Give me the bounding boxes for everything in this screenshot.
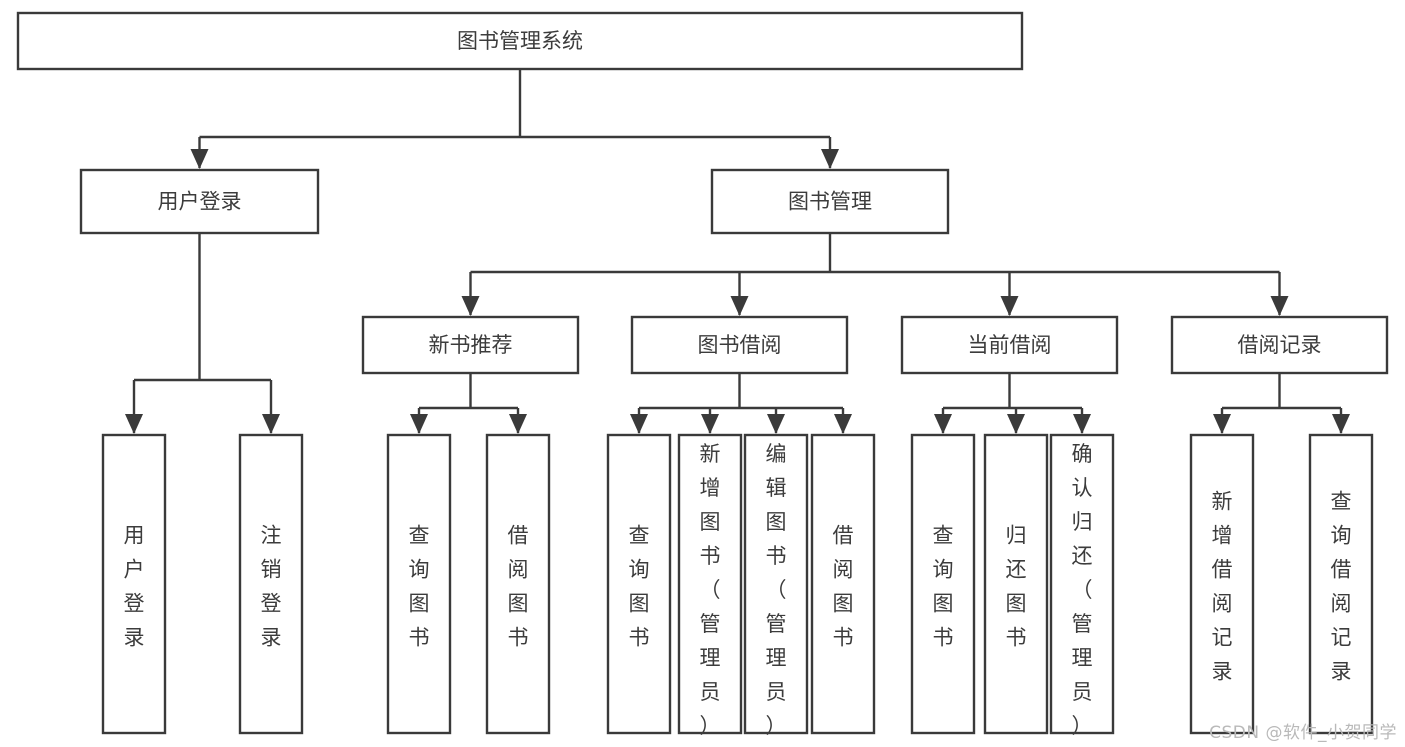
leaf-node-6[interactable]: 新增图书（管理员） <box>677 433 743 738</box>
leaf-node-2[interactable]: 注销登录 <box>238 433 304 735</box>
root-node-box <box>16 11 1024 71</box>
leaf-node-box <box>606 433 672 735</box>
leaf-node-label: 查询图书 <box>409 524 430 650</box>
leaf-node-4[interactable]: 借阅图书 <box>485 433 551 735</box>
leaf-node-box <box>1049 433 1115 735</box>
group3-to-leaves-arrow-3 <box>1073 414 1091 434</box>
leaf-node-1[interactable]: 用户登录 <box>101 433 167 735</box>
book-mgmt-to-level3-arrow-3 <box>1000 296 1019 316</box>
node-layer: 图书管理系统用户登录图书管理新书推荐图书借阅当前借阅借阅记录用户登录注销登录查询… <box>16 11 1389 738</box>
root-to-level2-arrow-1 <box>190 149 209 169</box>
leaf-node-13[interactable]: 查询借阅记录 <box>1308 433 1374 735</box>
leaf-node-label: 查询借阅记录 <box>1331 490 1352 684</box>
level2-node-1[interactable]: 用户登录 <box>79 168 320 235</box>
leaf-node-8[interactable]: 借阅图书 <box>810 433 876 735</box>
level3-node-3[interactable]: 当前借阅 <box>900 315 1119 375</box>
level3-node-label: 当前借阅 <box>968 333 1052 357</box>
leaf-node-box <box>485 433 551 735</box>
level3-node-box <box>361 315 580 375</box>
leaf-node-box <box>101 433 167 735</box>
leaf-node-label: 借阅图书 <box>833 524 854 650</box>
group2-to-leaves-arrow-4 <box>834 414 852 434</box>
leaf-node-label: 新增借阅记录 <box>1212 490 1233 684</box>
leaf-node-3[interactable]: 查询图书 <box>386 433 452 735</box>
level3-node-box <box>900 315 1119 375</box>
group2-to-leaves-arrow-1 <box>630 414 648 434</box>
group3-to-leaves-arrow-2 <box>1007 414 1025 434</box>
leaf-node-label: 用户登录 <box>124 524 145 650</box>
leaf-node-label: 确认归还（管理员） <box>1072 442 1093 738</box>
root-node-1[interactable]: 图书管理系统 <box>16 11 1024 71</box>
root-to-level2-arrow-2 <box>821 149 839 169</box>
level2-node-label: 用户登录 <box>158 190 242 214</box>
login-to-leaves-arrow-2 <box>262 414 280 434</box>
leaf-node-box <box>677 433 743 735</box>
connector-layer <box>125 69 1350 434</box>
leaf-node-label: 注销登录 <box>261 524 282 650</box>
leaf-node-label: 查询图书 <box>933 524 954 650</box>
level3-node-box <box>630 315 849 375</box>
leaf-node-box <box>743 433 809 735</box>
level3-node-box <box>1170 315 1389 375</box>
group2-to-leaves-arrow-3 <box>767 414 785 434</box>
level3-node-4[interactable]: 借阅记录 <box>1170 315 1389 375</box>
leaf-node-label: 编辑图书（管理员） <box>766 442 787 738</box>
leaf-node-label: 借阅图书 <box>508 524 529 650</box>
group1-to-leaves-arrow-1 <box>410 414 428 434</box>
leaf-node-label: 新增图书（管理员） <box>700 442 721 738</box>
leaf-node-box <box>810 433 876 735</box>
leaf-node-10[interactable]: 归还图书 <box>983 433 1049 735</box>
level3-node-label: 新书推荐 <box>429 333 513 357</box>
leaf-node-5[interactable]: 查询图书 <box>606 433 672 735</box>
leaf-node-label: 归还图书 <box>1006 524 1027 650</box>
login-to-leaves-arrow-1 <box>125 414 143 434</box>
group2-to-leaves-arrow-2 <box>701 414 719 434</box>
leaf-node-11[interactable]: 确认归还（管理员） <box>1049 433 1115 738</box>
root-node-label: 图书管理系统 <box>457 29 583 53</box>
group1-to-leaves-arrow-2 <box>509 414 527 434</box>
leaf-node-box <box>1189 433 1255 735</box>
leaf-node-label: 查询图书 <box>629 524 650 650</box>
book-mgmt-to-level3-arrow-4 <box>1270 296 1289 316</box>
level3-node-label: 借阅记录 <box>1238 333 1322 357</box>
leaf-node-box <box>910 433 976 735</box>
book-mgmt-to-level3-arrow-1 <box>461 296 480 316</box>
leaf-node-box <box>238 433 304 735</box>
level3-node-2[interactable]: 图书借阅 <box>630 315 849 375</box>
level2-node-box <box>79 168 320 235</box>
group3-to-leaves-arrow-1 <box>934 414 952 434</box>
group4-to-leaves-arrow-1 <box>1213 414 1231 434</box>
level2-node-box <box>710 168 950 235</box>
book-mgmt-to-level3-arrow-2 <box>730 296 749 316</box>
leaf-node-7[interactable]: 编辑图书（管理员） <box>743 433 809 738</box>
leaf-node-box <box>386 433 452 735</box>
leaf-node-9[interactable]: 查询图书 <box>910 433 976 735</box>
leaf-node-box <box>1308 433 1374 735</box>
level2-node-label: 图书管理 <box>788 190 872 214</box>
leaf-node-12[interactable]: 新增借阅记录 <box>1189 433 1255 735</box>
level3-node-1[interactable]: 新书推荐 <box>361 315 580 375</box>
leaf-node-box <box>983 433 1049 735</box>
group4-to-leaves-arrow-2 <box>1332 414 1350 434</box>
level3-node-label: 图书借阅 <box>698 333 782 357</box>
level2-node-2[interactable]: 图书管理 <box>710 168 950 235</box>
